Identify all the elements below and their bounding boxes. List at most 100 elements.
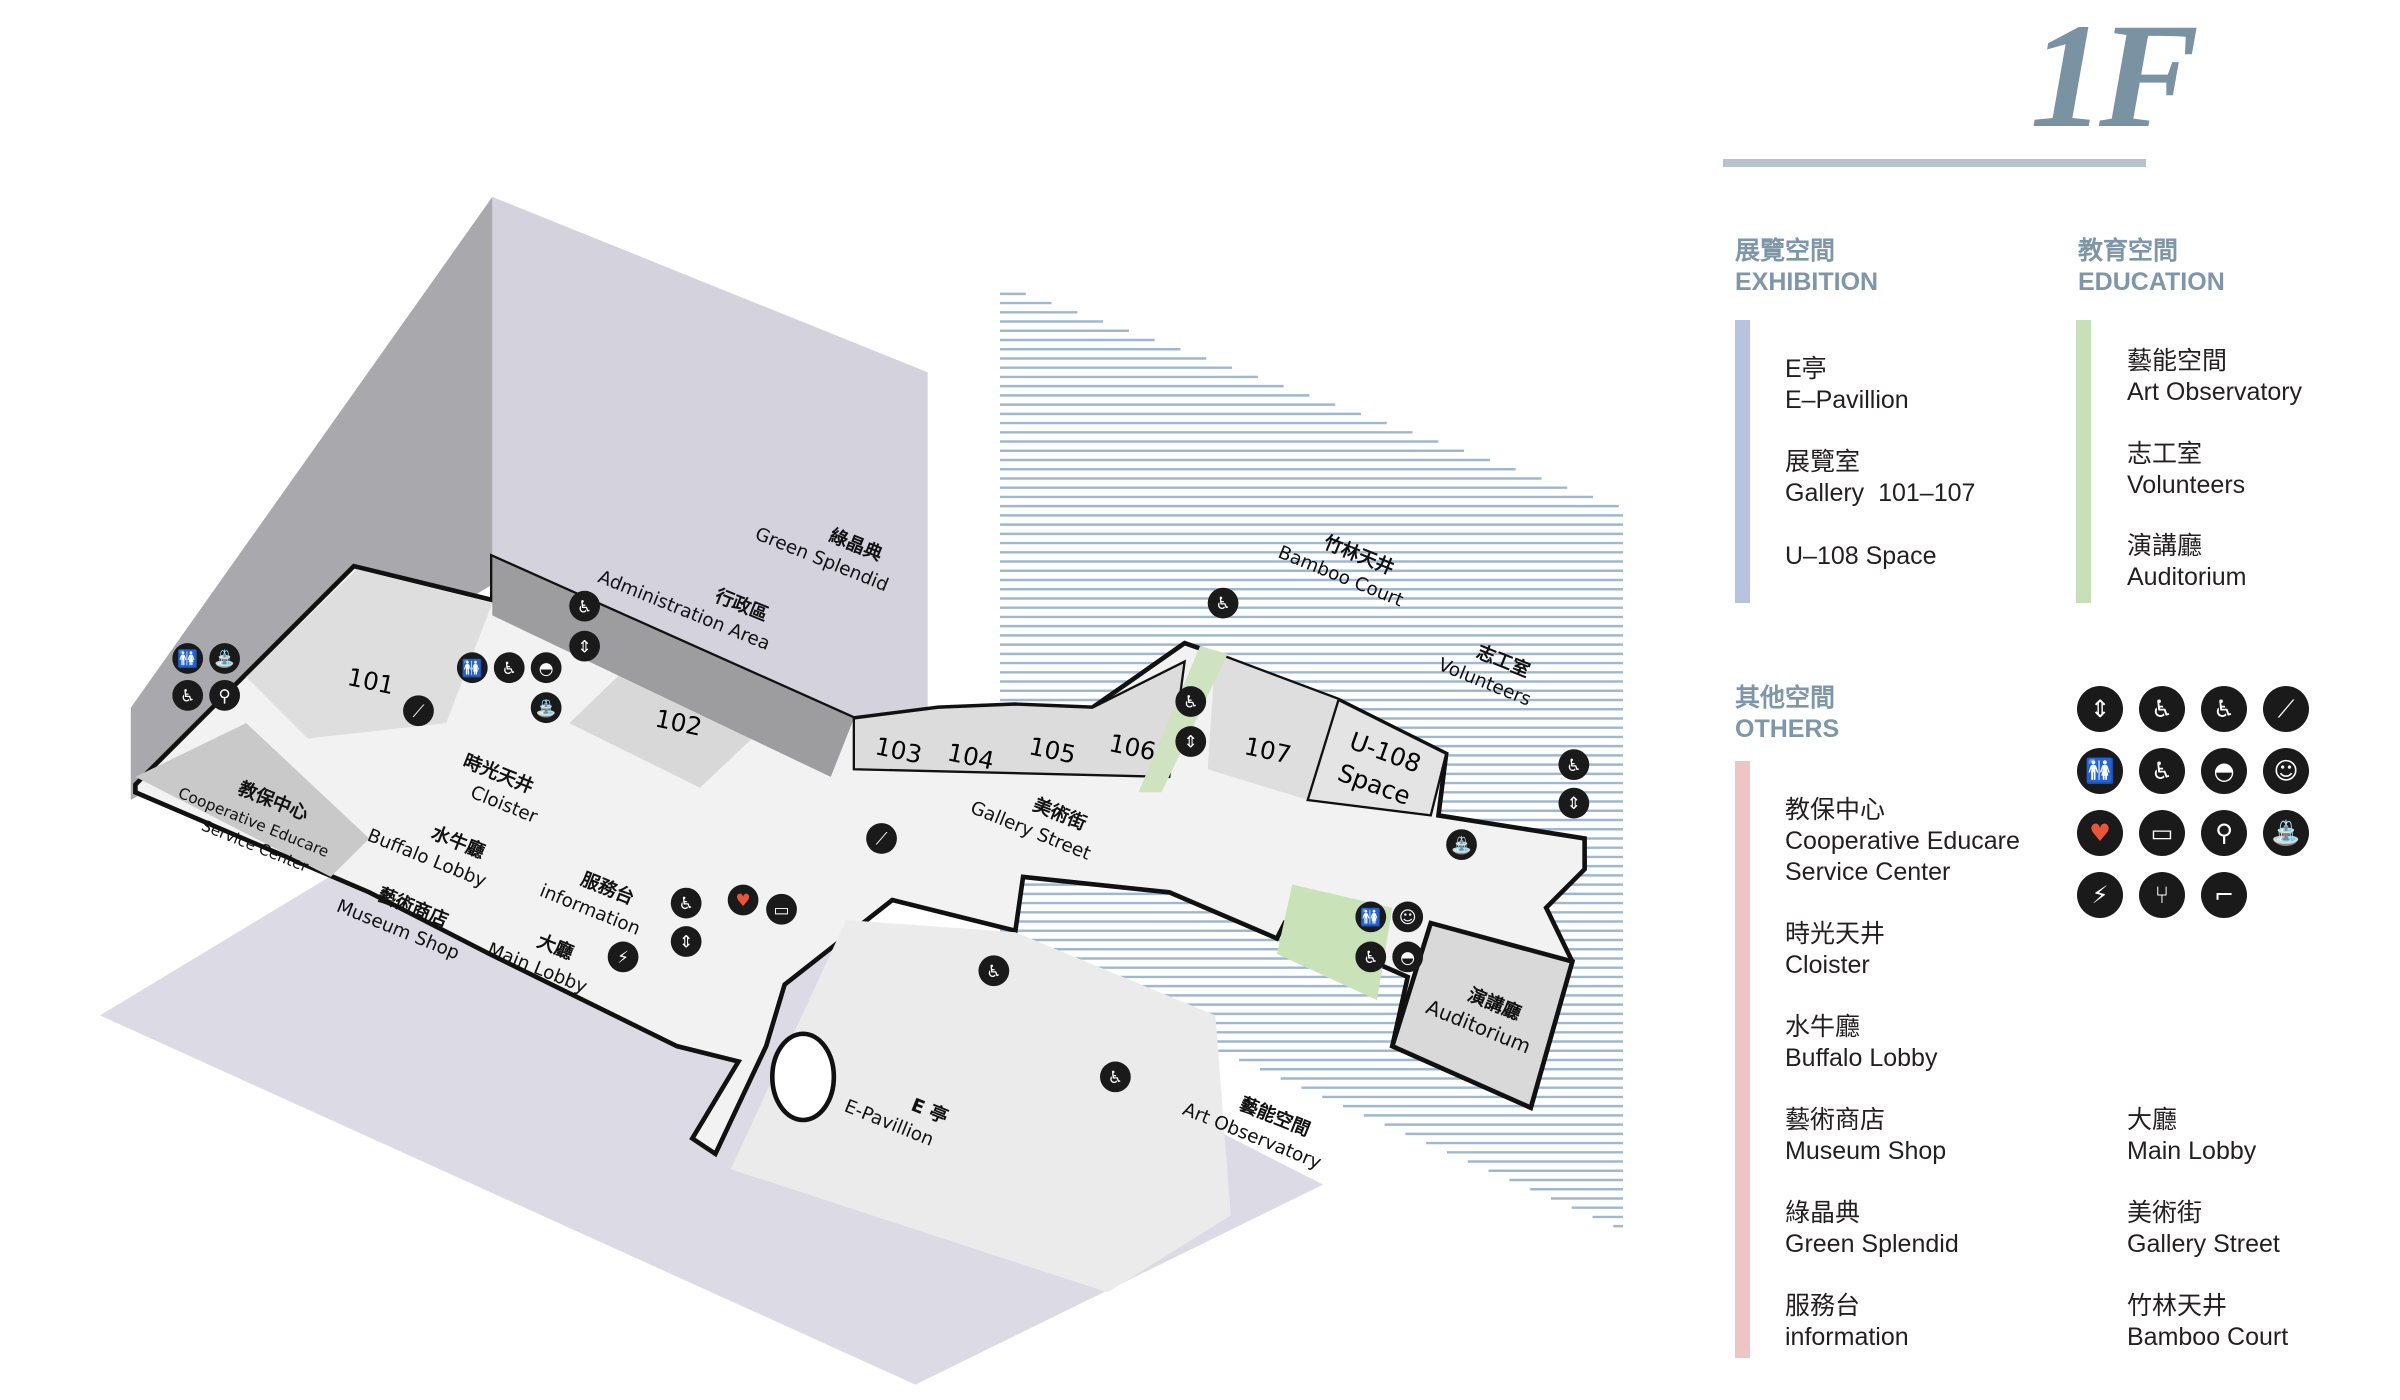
title-rule xyxy=(1723,159,2146,167)
accessible-restroom-icon: ♿ xyxy=(493,652,525,684)
svg-text:⛲: ⛲ xyxy=(1451,835,1472,856)
nursing-room-icon: ◓ xyxy=(1392,941,1424,973)
accessible-restroom-icon: ♿ xyxy=(172,680,204,711)
elevator-icon: ⇕ xyxy=(1558,787,1590,819)
svg-text:⚲: ⚲ xyxy=(218,686,230,706)
svg-text:♿: ♿ xyxy=(502,658,517,678)
restroom-icon: 🚻 xyxy=(1355,901,1387,933)
charging-station-icon: ⚡ xyxy=(607,941,639,973)
svg-text:♥: ♥ xyxy=(735,890,750,910)
svg-text:⛲: ⛲ xyxy=(536,698,557,719)
map-facility-icons: 🚻 ⛲ ♿ ⚲ 🚻 ♿ ◓ ⛲ ⟋ ♿ ⇕ ⟋ ♥ ▭ ♿ ⇕ ⚡ ♿ ♿ ⇕ ⛲ ♿ ⇕ 🚻 ☺ ♿ ◓ ♿ ♿ xyxy=(172,587,1590,1093)
educare-center[interactable] xyxy=(135,723,370,877)
accessible-elevator-icon: ♿ xyxy=(670,887,702,919)
facility-icon-legend: ⇕♿♿⟋🚻♿◓☺♥▭⚲⛲⚡⑂⌐ xyxy=(2077,686,2309,918)
accessible-elevator-icon: ♿ xyxy=(2139,686,2185,732)
svg-text:⛲: ⛲ xyxy=(214,649,235,670)
svg-text:◓: ◓ xyxy=(539,658,554,678)
wheelchair-lift-icon: ♿ xyxy=(2201,686,2247,732)
elevator-icon: ⇕ xyxy=(2077,686,2123,732)
education-bar xyxy=(2076,320,2091,603)
e-pavillion-area xyxy=(730,920,1231,1293)
wheelchair-lift-icon: ♿ xyxy=(1207,587,1239,619)
floor-title: 1F xyxy=(2030,0,2199,159)
charging-station-icon: ⚡ xyxy=(2077,872,2123,918)
nursing-room-icon: ◓ xyxy=(2201,748,2247,794)
svg-text:⇕: ⇕ xyxy=(1567,793,1581,813)
svg-text:▭: ▭ xyxy=(774,899,790,919)
gallery-101[interactable] xyxy=(246,569,493,739)
restroom-icon: 🚻 xyxy=(172,643,204,674)
aed-icon: ♥ xyxy=(727,884,759,916)
svg-text:⚡: ⚡ xyxy=(617,947,629,967)
u108-space[interactable] xyxy=(1306,698,1448,817)
svg-text:♿: ♿ xyxy=(180,686,195,706)
exhibition-heading: 展覽空間 EXHIBITION xyxy=(1735,236,1878,298)
drinking-fountain-icon: ⛲ xyxy=(1446,829,1477,860)
svg-text:♿: ♿ xyxy=(679,893,694,913)
svg-text:🚻: 🚻 xyxy=(177,649,198,669)
wheelchair-lift-icon: ♿ xyxy=(1100,1061,1131,1093)
svg-text:🚻: 🚻 xyxy=(1360,907,1381,927)
baby-changing-icon: ⚲ xyxy=(209,680,240,711)
svg-text:♿: ♿ xyxy=(1215,593,1230,613)
svg-text:♿: ♿ xyxy=(1363,947,1378,967)
restroom-icon: 🚻 xyxy=(2077,748,2123,794)
accessible-elevator-icon: ♿ xyxy=(1558,749,1590,780)
svg-text:♿: ♿ xyxy=(986,961,1001,981)
bamboo-court-strip xyxy=(1138,646,1228,793)
svg-text:♿: ♿ xyxy=(577,596,592,616)
auditorium[interactable] xyxy=(1389,920,1576,1111)
drinking-fountain-icon: ⛲ xyxy=(209,643,240,674)
stairs-icon: ⌐ xyxy=(2201,872,2247,918)
locker-icon: ▭ xyxy=(2139,810,2185,856)
others-heading-zh: 其他空間 xyxy=(1735,684,1836,712)
svg-text:◓: ◓ xyxy=(1400,947,1415,967)
svg-text:⇕: ⇕ xyxy=(578,636,592,656)
elevator-icon: ⇕ xyxy=(569,630,600,662)
svg-text:⟋: ⟋ xyxy=(876,829,888,849)
restroom-icon: 🚻 xyxy=(456,652,488,684)
others-heading-en: OTHERS xyxy=(1735,715,1840,743)
rest-area-icon: ⑂ xyxy=(2139,872,2185,918)
svg-text:⇕: ⇕ xyxy=(679,932,693,952)
svg-text:⇕: ⇕ xyxy=(1184,732,1198,752)
gallery-102[interactable] xyxy=(569,649,785,788)
gallery-107[interactable] xyxy=(1207,653,1339,800)
exhibition-bar xyxy=(1735,320,1750,603)
gallery-103-106[interactable] xyxy=(852,659,1187,779)
accessible-restroom-icon: ♿ xyxy=(2139,748,2185,794)
accessible-restroom-icon: ♿ xyxy=(1355,941,1387,973)
legend-item-u108: U–108 Space xyxy=(1785,542,1937,570)
others-bar xyxy=(1735,761,1750,1358)
accessible-elevator-icon: ♿ xyxy=(569,590,600,622)
others-heading: 其他空間 OTHERS xyxy=(1735,683,1839,745)
nursing-room-icon: ◓ xyxy=(530,652,562,684)
escalator-icon: ⟋ xyxy=(866,823,897,854)
svg-text:♿: ♿ xyxy=(1566,755,1581,775)
accessible-elevator-icon: ♿ xyxy=(1175,686,1207,717)
escalator-icon: ⟋ xyxy=(2263,686,2309,732)
locker-icon: ▭ xyxy=(766,893,797,925)
exhibition-heading-en: EXHIBITION xyxy=(1735,268,1879,296)
breastfeeding-room-icon: ☺ xyxy=(1392,901,1424,933)
e-pavillion-pod xyxy=(770,1031,837,1123)
breastfeeding-room-icon: ☺ xyxy=(2263,748,2309,794)
aed-icon: ♥ xyxy=(2077,810,2123,856)
education-heading-en: EDUCATION xyxy=(2078,268,2225,296)
label-volunteers: 志工室 Volunteers xyxy=(1435,641,1534,711)
svg-text:⟋: ⟋ xyxy=(413,701,425,721)
